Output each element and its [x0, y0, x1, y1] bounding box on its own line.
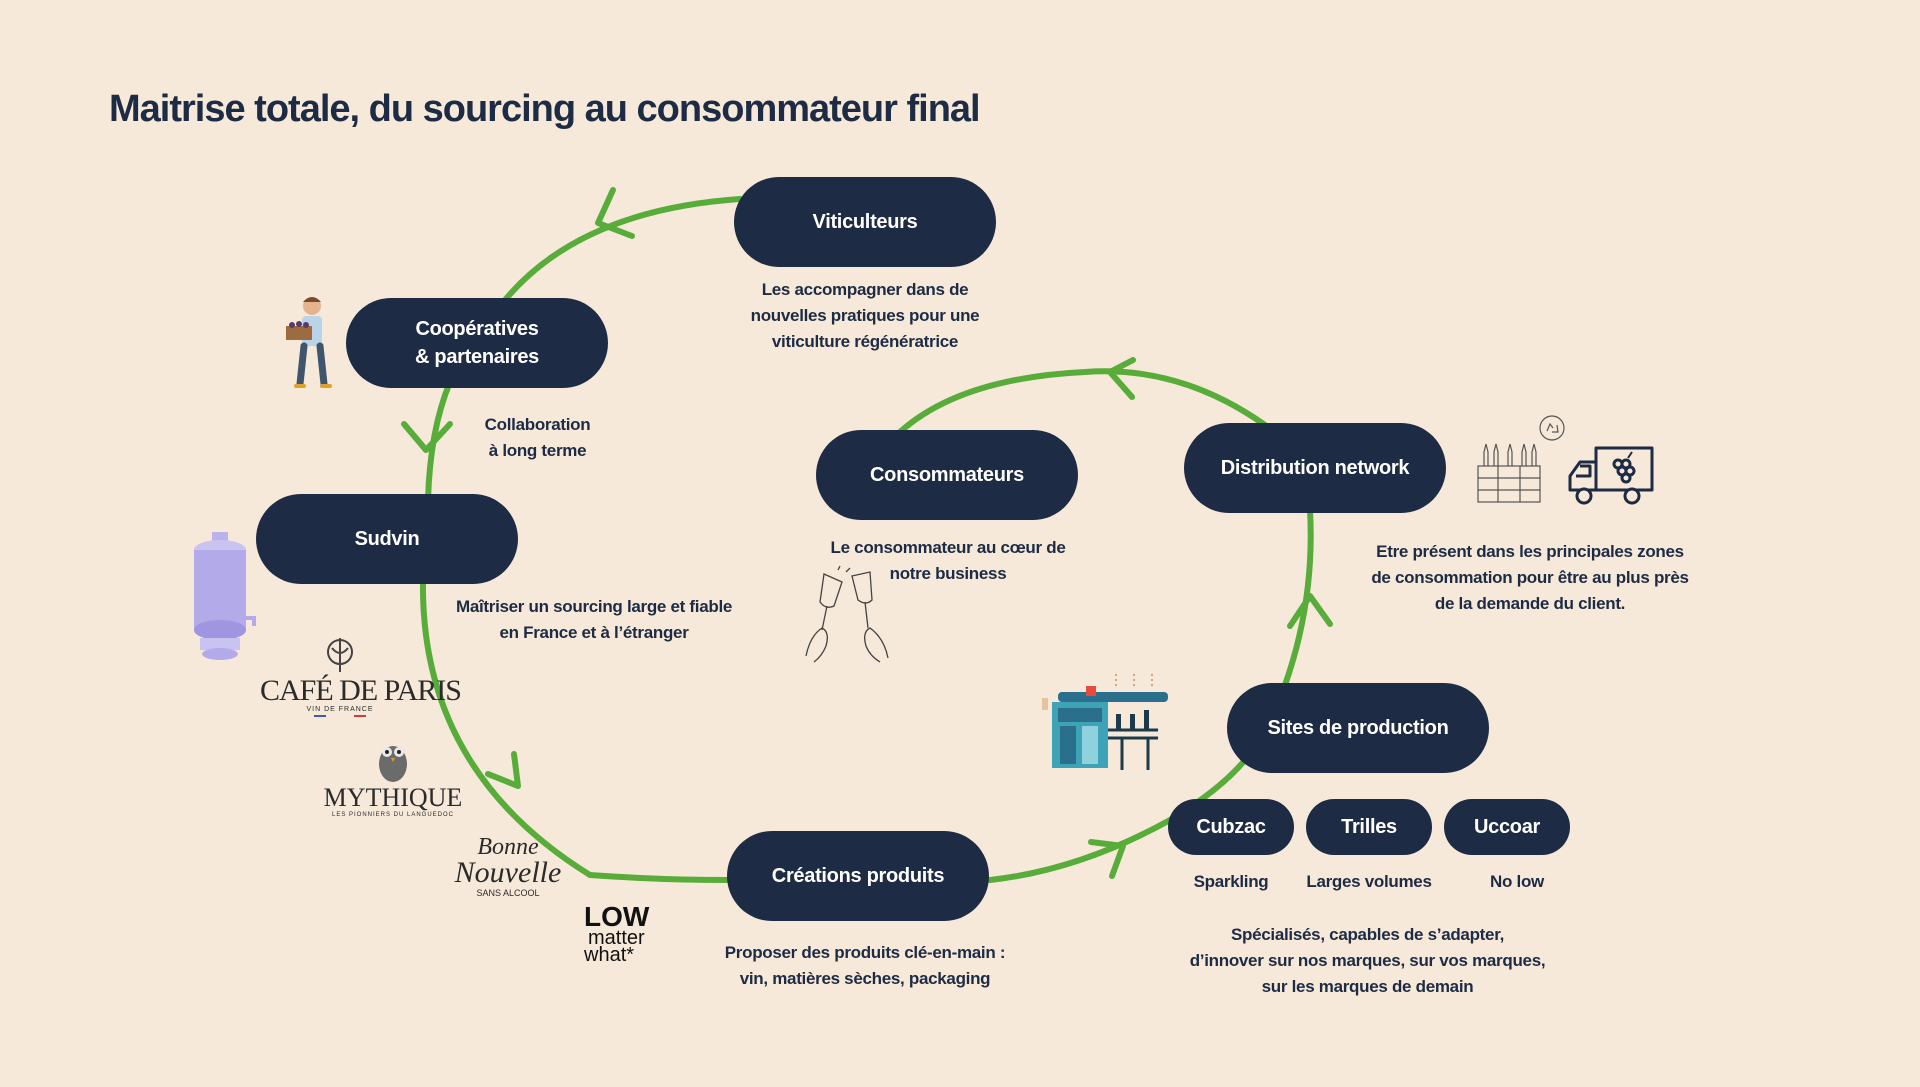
toasting-glasses-icon [805, 565, 889, 663]
caption-cooperatives: Collaboration à long terme [484, 415, 591, 460]
arc-cooperatives-to-sudvin [425, 379, 453, 503]
page-title: Maitrise totale, du sourcing au consomma… [109, 88, 981, 130]
arrow-head-icon [1088, 839, 1126, 879]
brand-low-matter-what: LOW matter what* [584, 901, 664, 966]
caption-sudvin: Maîtriser un sourcing large et fiable en… [455, 597, 733, 642]
caption-consommateurs: Le consommateur au cœur de notre busines… [830, 538, 1066, 583]
delivery-truck-icon [1568, 446, 1654, 505]
cafe-de-paris-name: CAFÉ DE PARIS [260, 674, 462, 707]
node-consommateurs[interactable]: Consommateurs [816, 430, 1078, 520]
arc-creations-left [587, 872, 733, 883]
node-distribution-network[interactable]: Distribution network [1184, 423, 1446, 513]
bonne-nouvelle-line1: Bonne [477, 834, 539, 860]
wine-tank-icon [194, 532, 256, 660]
brand-cafe-de-paris: CAFÉ DE PARIS VIN DE FRANCE [260, 632, 462, 719]
caption-sites: Spécialisés, capables de s’adapter, d’in… [1189, 925, 1546, 996]
low-line3: what* [584, 944, 635, 966]
node-viticulteurs[interactable]: Viticulteurs [734, 177, 996, 267]
low-line1: LOW [584, 901, 650, 932]
bonne-nouvelle-line2: Nouvelle [454, 856, 562, 889]
bonne-nouvelle-sub: SANS ALCOOL [476, 888, 540, 898]
flag-marks [314, 715, 366, 717]
brand-mythique: MYTHIQUE LES PIONNIERS DU LANGUEDOC [318, 734, 468, 818]
mythique-name: MYTHIQUE [323, 783, 463, 812]
brand-bonne-nouvelle: Bonne Nouvelle SANS ALCOOL [438, 834, 578, 898]
low-line2: matter [588, 927, 645, 949]
site-uccoar[interactable]: Uccoar [1444, 799, 1570, 855]
caption-viticulteurs: Les accompagner dans de nouvelles pratiq… [750, 280, 980, 351]
caption-creations: Proposer des produits clé-en-main : vin,… [724, 943, 1006, 988]
cafe-de-paris-sub: VIN DE FRANCE [306, 706, 374, 713]
node-creations-produits[interactable]: Créations produits [727, 831, 989, 921]
farmer-icon [286, 297, 332, 388]
arrow-head-icon [485, 751, 521, 789]
arc-viticulteurs-to-cooperatives [502, 196, 743, 303]
site-trilles-desc: Larges volumes [1306, 872, 1432, 891]
monogram-icon [327, 638, 353, 672]
owl-icon [379, 746, 407, 782]
site-cubzac-desc: Sparkling [1193, 872, 1269, 891]
site-uccoar-desc: No low [1490, 872, 1544, 891]
arrow-head-icon [595, 187, 635, 239]
wine-crates-icon [1477, 443, 1541, 503]
arc-sudvin-to-creations [419, 577, 593, 878]
arc-distribution-to-consommateurs [897, 368, 1268, 435]
mythique-sub: LES PIONNIERS DU LANGUEDOC [331, 812, 455, 818]
node-sudvin[interactable]: Sudvin [256, 494, 518, 584]
arrow-head-icon [1287, 593, 1333, 629]
site-trilles[interactable]: Trilles [1306, 799, 1432, 855]
factory-icon [1042, 674, 1168, 770]
recycle-icon [1539, 415, 1565, 441]
arrow-head-icon [401, 421, 453, 453]
arc-creations-to-sites [987, 757, 1248, 883]
node-cooperatives[interactable]: Coopératives & partenaires [346, 298, 608, 388]
node-sites-de-production[interactable]: Sites de production [1227, 683, 1489, 773]
arrow-head-icon [1107, 357, 1136, 400]
site-cubzac[interactable]: Cubzac [1168, 799, 1294, 855]
caption-distribution: Etre présent dans les principales zones … [1371, 542, 1689, 613]
